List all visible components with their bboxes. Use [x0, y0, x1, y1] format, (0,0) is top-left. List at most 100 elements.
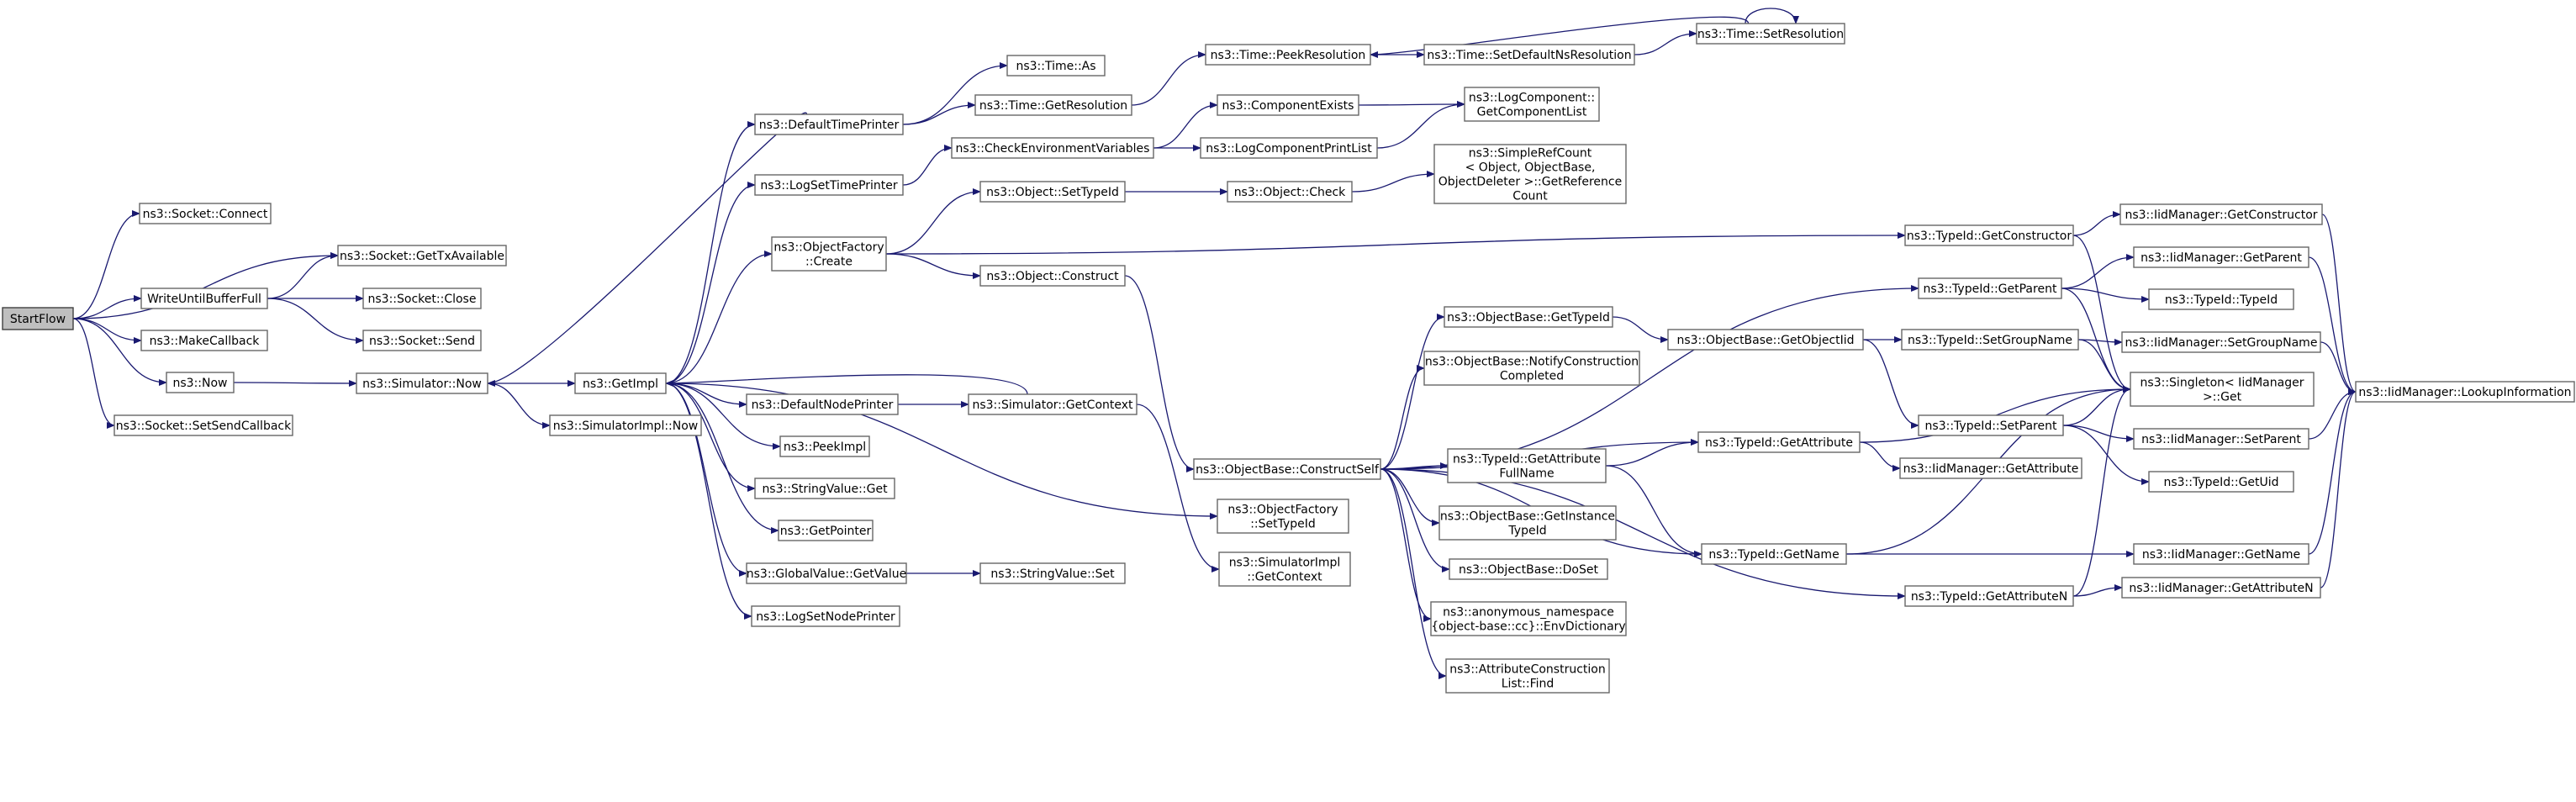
node-time-setresolution[interactable]: ns3::Time::SetResolution [1696, 23, 1845, 45]
node-label: ns3::AttributeConstruction [1449, 663, 1605, 677]
node-simplerefcount-getreferencecount[interactable]: ns3::SimpleRefCount< Object, ObjectBase,… [1433, 144, 1627, 204]
node-typeid-typeid[interactable]: ns3::TypeId::TypeId [2148, 288, 2294, 310]
node-label: ::Create [805, 256, 853, 269]
node-iidmanager-getattributen[interactable]: ns3::IidManager::GetAttributeN [2121, 577, 2321, 599]
node-box [968, 393, 1138, 415]
node-objectfactory-settypeid[interactable]: ns3::ObjectFactory::SetTypeId [1217, 499, 1349, 534]
node-object-construct[interactable]: ns3::Object::Construct [979, 265, 1126, 287]
node-iidmanager-getconstructor[interactable]: ns3::IidManager::GetConstructor [2119, 203, 2323, 225]
node-getpointer[interactable]: ns3::GetPointer [778, 520, 874, 541]
node-typeid-setparent[interactable]: ns3::TypeId::SetParent [1918, 414, 2064, 436]
node-getimpl[interactable]: ns3::GetImpl [574, 372, 667, 394]
node-typeid-getconstructor[interactable]: ns3::TypeId::GetConstructor [1904, 224, 2074, 246]
node-socket-gettxavailable[interactable]: ns3::Socket::GetTxAvailable [337, 245, 507, 266]
node-singleton-get[interactable]: ns3::Singleton< IidManager >::Get [2130, 372, 2315, 407]
node-anon-envdictionary[interactable]: ns3::anonymous_namespace{object-base::cc… [1430, 601, 1627, 636]
node-iidmanager-getparent[interactable]: ns3::IidManager::GetParent [2133, 246, 2309, 268]
node-label: ns3::MakeCallback [150, 335, 261, 348]
node-now[interactable]: ns3::Now [166, 372, 235, 393]
node-time-getresolution[interactable]: ns3::Time::GetResolution [974, 94, 1132, 116]
node-label: < Object, ObjectBase, [1465, 161, 1596, 175]
node-objectbase-doset[interactable]: ns3::ObjectBase::DoSet [1449, 558, 1608, 580]
node-makecallback[interactable]: ns3::MakeCallback [140, 330, 268, 351]
node-label: ns3::Socket::SetSendCallback [116, 419, 292, 433]
node-label: ns3::Object::SetTypeId [986, 186, 1119, 199]
edge-objectbase-constructself-to-objectbase-doset [1380, 468, 1450, 572]
node-label: ns3::IidManager::GetAttributeN [2129, 582, 2313, 595]
node-typeid-getuid[interactable]: ns3::TypeId::GetUid [2148, 471, 2294, 493]
edge-iidmanager-getparent-to-iidmanager-lookupinformation [2308, 256, 2357, 395]
node-typeid-getattributen[interactable]: ns3::TypeId::GetAttributeN [1904, 585, 2074, 607]
node-objectbase-getobjectiid[interactable]: ns3::ObjectBase::GetObjectIid [1667, 329, 1864, 351]
edge-objectbase-getobjectiid-to-typeid-setparent [1862, 339, 1919, 429]
node-socket-close[interactable]: ns3::Socket::Close [362, 288, 482, 309]
node-typeid-getparent[interactable]: ns3::TypeId::GetParent [1918, 277, 2062, 299]
edge-iidmanager-setparent-to-iidmanager-lookupinformation [2308, 388, 2357, 440]
node-stringvalue-get[interactable]: ns3::StringValue::Get [754, 478, 895, 499]
node-box [1667, 329, 1864, 351]
node-componentexists[interactable]: ns3::ComponentExists [1217, 94, 1359, 116]
node-object-settypeid[interactable]: ns3::Object::SetTypeId [979, 181, 1126, 203]
node-simulator-getcontext[interactable]: ns3::Simulator::GetContext [968, 393, 1138, 415]
edge-time-getresolution-to-time-peekresolution [1131, 51, 1206, 106]
node-iidmanager-setgroupname[interactable]: ns3::IidManager::SetGroupName [2121, 331, 2321, 353]
node-peekimpl[interactable]: ns3::PeekImpl [779, 435, 870, 457]
node-typeid-setgroupname[interactable]: ns3::TypeId::SetGroupName [1901, 329, 2079, 351]
node-box [1438, 505, 1617, 541]
node-typeid-getattribute[interactable]: ns3::TypeId::GetAttribute [1697, 431, 1861, 453]
node-label: ns3::TypeId::GetConstructor [1907, 230, 2072, 243]
node-time-as[interactable]: ns3::Time::As [1006, 55, 1106, 77]
node-simulatorimpl-now[interactable]: ns3::SimulatorImpl::Now [549, 414, 702, 436]
node-checkenvironmentvariables[interactable]: ns3::CheckEnvironmentVariables [951, 137, 1154, 159]
node-logcomponent-getcomponentlist[interactable]: ns3::LogComponent::GetComponentList [1464, 87, 1600, 122]
node-startflow[interactable]: StartFlow [2, 307, 74, 330]
node-label: ns3::ObjectBase::NotifyConstruction [1425, 356, 1639, 369]
node-time-peekresolution[interactable]: ns3::Time::PeekResolution [1205, 44, 1371, 66]
node-stringvalue-set[interactable]: ns3::StringValue::Set [979, 562, 1126, 584]
edge-typeid-getattributefullname-to-typeid-getattribute [1605, 439, 1699, 467]
node-objectbase-constructself[interactable]: ns3::ObjectBase::ConstructSelf [1193, 458, 1381, 480]
node-iidmanager-getattribute[interactable]: ns3::IidManager::GetAttribute [1899, 457, 2082, 479]
node-objectfactory-create[interactable]: ns3::ObjectFactory::Create [771, 236, 887, 272]
node-logcomponentprintlist[interactable]: ns3::LogComponentPrintList [1200, 137, 1378, 159]
node-object-check[interactable]: ns3::Object::Check [1227, 181, 1353, 203]
node-label: ns3::Simulator::Now [362, 377, 482, 391]
node-iidmanager-setparent[interactable]: ns3::IidManager::SetParent [2133, 428, 2309, 450]
node-simulator-now[interactable]: ns3::Simulator::Now [356, 372, 488, 394]
node-logsetnodeprinter[interactable]: ns3::LogSetNodePrinter [751, 605, 900, 627]
node-objectbase-gettypeid[interactable]: ns3::ObjectBase::GetTypeId [1444, 306, 1613, 328]
edge-getimpl-to-objectfactory-settypeid [665, 383, 1218, 520]
node-label: ns3::LogSetNodePrinter [756, 610, 895, 624]
edge-typeid-setparent-to-typeid-getuid [2062, 425, 2150, 485]
node-box [1899, 457, 2082, 479]
edge-logsettimeprinter-to-checkenvironmentvariables [902, 145, 953, 186]
node-box [751, 605, 900, 627]
node-box [1430, 601, 1627, 636]
node-socket-connect[interactable]: ns3::Socket::Connect [139, 203, 272, 224]
edge-writeuntilbufferfull-to-socket-send [267, 298, 364, 344]
node-label: ns3::PeekImpl [784, 441, 866, 454]
node-defaulttimeprinter[interactable]: ns3::DefaultTimePrinter [754, 113, 904, 135]
node-iidmanager-lookupinformation[interactable]: ns3::IidManager::LookupInformation [2355, 381, 2575, 403]
node-box [2355, 381, 2575, 403]
node-typeid-getname[interactable]: ns3::TypeId::GetName [1701, 543, 1847, 565]
node-label: ns3::Socket::Connect [143, 208, 268, 221]
node-time-setdefaultnsresolution[interactable]: ns3::Time::SetDefaultNsResolution [1423, 44, 1635, 66]
node-label: ns3::Socket::Close [368, 293, 477, 306]
node-objectbase-notifyconstructioncompleted[interactable]: ns3::ObjectBase::NotifyConstructionCompl… [1423, 351, 1640, 386]
node-box [1200, 137, 1378, 159]
node-iidmanager-getname[interactable]: ns3::IidManager::GetName [2133, 543, 2309, 565]
node-logsettimeprinter[interactable]: ns3::LogSetTimePrinter [754, 174, 904, 196]
node-socket-send[interactable]: ns3::Socket::Send [362, 330, 482, 351]
node-socket-setsendcallback[interactable]: ns3::Socket::SetSendCallback [113, 414, 293, 436]
node-label: ns3::Time::PeekResolution [1211, 49, 1366, 62]
node-writeuntilbufferfull[interactable]: WriteUntilBufferFull [140, 288, 268, 309]
node-globalvalue-getvalue[interactable]: ns3::GlobalValue::GetValue [746, 562, 907, 584]
node-simulatorimpl-getcontext[interactable]: ns3::SimulatorImpl::GetContext [1218, 551, 1351, 587]
node-box [1444, 306, 1613, 328]
node-defaultnodeprinter[interactable]: ns3::DefaultNodePrinter [746, 393, 899, 415]
edge-time-setdefaultnsresolution-to-time-setresolution [1634, 30, 1697, 55]
